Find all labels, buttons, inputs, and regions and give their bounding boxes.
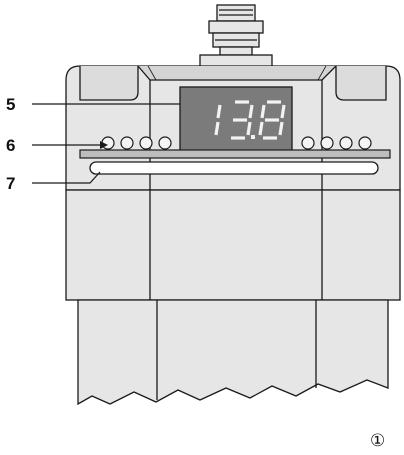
connector [199, 4, 273, 70]
led-indicator [120, 136, 134, 150]
led-indicator [139, 136, 153, 150]
digit-1 [214, 104, 222, 136]
led-indicator [320, 136, 334, 150]
figure-reference: ① [370, 431, 385, 451]
led-indicator [301, 136, 315, 150]
housing-bottom [77, 299, 389, 406]
callout-7: 7 [6, 174, 15, 193]
housing-middle [65, 189, 401, 301]
digit-3 [231, 100, 254, 140]
led-indicator [158, 136, 172, 150]
seven-segment-digits [214, 100, 286, 140]
display-window [179, 86, 293, 154]
callout-leaders [32, 103, 180, 184]
digit-8 [258, 100, 286, 140]
led-row-right [301, 136, 372, 150]
led-indicator [358, 136, 372, 150]
indicator-strip [79, 136, 391, 159]
decimal-point [251, 135, 255, 139]
led-indicator [339, 136, 353, 150]
light-guide-slot [89, 161, 379, 175]
callout-5: 5 [6, 95, 15, 114]
callout-6: 6 [6, 136, 15, 155]
